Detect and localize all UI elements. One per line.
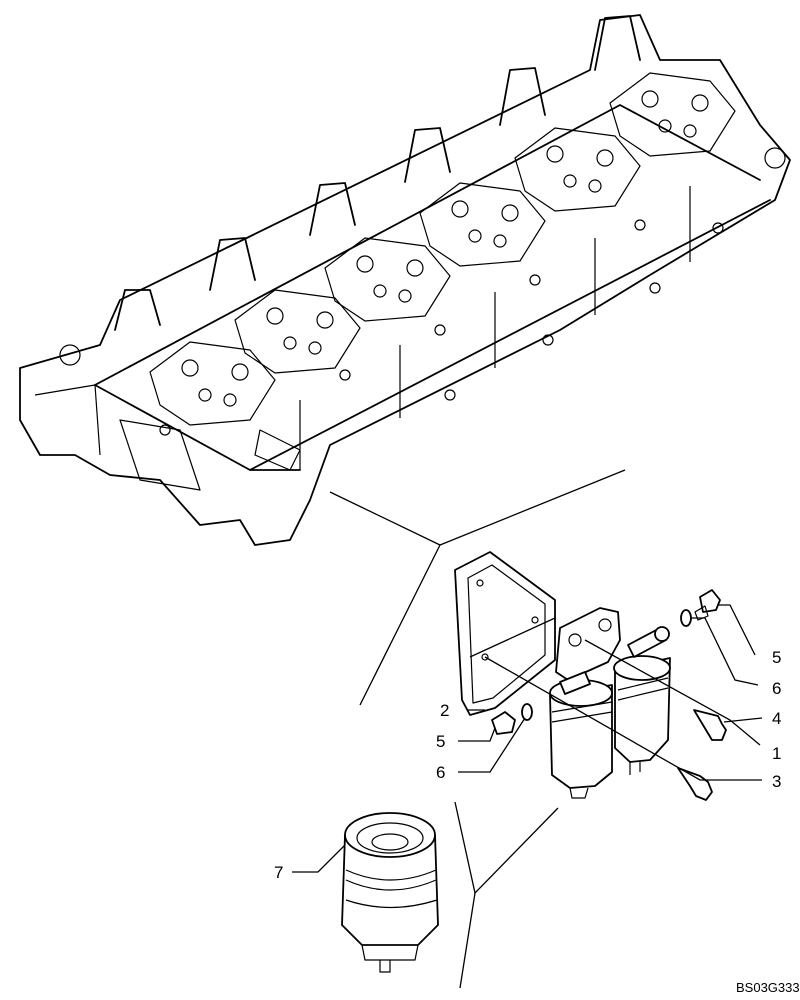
callout-5-upper: 5 — [772, 648, 781, 667]
drawing-code: BS03G333 — [736, 980, 800, 995]
view-reference-lines — [329, 469, 626, 989]
callout-1: 1 — [772, 744, 781, 763]
bolt-4 — [693, 709, 727, 741]
washer-6-upper — [680, 609, 692, 627]
fitting-5-upper — [694, 589, 721, 621]
valve-pocket-1 — [149, 341, 276, 426]
valve-pocket-5 — [514, 127, 641, 212]
callout-3: 3 — [772, 772, 781, 791]
callouts: 1 2 3 4 5 5 6 6 7 — [274, 648, 781, 882]
cylinder-head — [19, 14, 791, 546]
mounting-plate — [454, 551, 556, 716]
callout-6-upper: 6 — [772, 679, 781, 698]
callout-7: 7 — [274, 863, 283, 882]
valve-pocket-6 — [609, 72, 736, 157]
valve-pocket-2 — [234, 289, 361, 374]
fitting-5-lower — [491, 711, 516, 735]
filter-cartridge — [341, 812, 439, 973]
callout-5-lower: 5 — [436, 732, 445, 751]
washer-6-lower — [521, 703, 533, 721]
callout-6-lower: 6 — [436, 763, 445, 782]
callout-2: 2 — [440, 701, 449, 720]
leader-lines — [292, 604, 763, 873]
bolt-3 — [677, 767, 713, 801]
valve-pocket-3 — [324, 237, 451, 322]
valve-pocket-4 — [419, 182, 546, 267]
filter-assembly — [549, 607, 671, 799]
callout-4: 4 — [772, 709, 781, 728]
